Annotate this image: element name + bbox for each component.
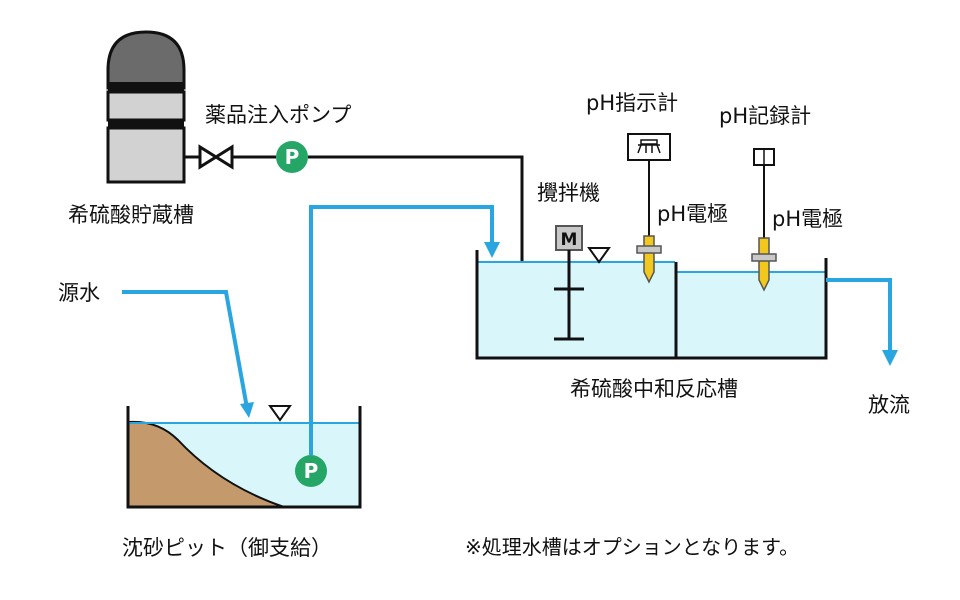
chemical-pump-letter: P: [285, 145, 300, 169]
storage-tank-label: 希硫酸貯蔵槽: [68, 203, 194, 227]
reaction-tank-label: 希硫酸中和反応槽: [570, 377, 738, 401]
reactor-water-right: [677, 272, 826, 358]
ph-indicator-gauge-icon: [627, 133, 671, 161]
tank-dome: [106, 30, 186, 90]
discharge-label: 放流: [868, 393, 910, 417]
tank-body-lower: [106, 126, 186, 184]
sulfuric-acid-storage-tank: [106, 30, 186, 184]
valve-icon: [198, 144, 234, 170]
mixer: M: [554, 225, 584, 341]
chemical-pipe-pump-to-reactor: [308, 155, 524, 262]
source-water-arrowhead-icon: [240, 402, 254, 418]
chemical-pump-icon: P: [276, 141, 308, 173]
discharge-pipe: [826, 278, 892, 352]
tank-body-upper: [106, 90, 186, 122]
ph-indicator-label: pH指示計: [586, 91, 678, 115]
reactor-water-left: [477, 262, 675, 358]
sand-pit-wall: [126, 406, 362, 509]
ph-recorder-label: pH記録計: [719, 104, 811, 128]
reactor-wall: [475, 250, 828, 360]
tank-band-top: [108, 82, 184, 92]
pit-to-reactor-pipe: [309, 205, 494, 455]
sand-pit-sediment: [127, 420, 285, 508]
reactor-level-triangle-icon: [587, 247, 611, 264]
pit-pump-letter: P: [304, 459, 319, 483]
ph-electrode-1-label: pH電極: [657, 202, 728, 226]
mixer-label: 攪拌機: [537, 181, 600, 205]
mixer-motor-letter: M: [561, 230, 578, 250]
sand-pit-level-triangle-icon: [268, 405, 292, 422]
ph-electrode-2-label: pH電極: [772, 207, 843, 231]
chemical-pump-label: 薬品注入ポンプ: [205, 103, 351, 127]
sand-pit-label: 沈砂ピット（御支給）: [122, 536, 332, 560]
ph-electrode-1-icon: [636, 235, 662, 284]
tank-band-mid: [108, 119, 184, 128]
source-water-pipe: [122, 290, 249, 409]
pit-to-reactor-arrowhead-icon: [484, 242, 500, 258]
pit-pump-icon: P: [295, 455, 327, 487]
ph-electrode-2-icon: [751, 237, 777, 292]
option-note: ※処理水槽はオプションとなります。: [465, 535, 799, 559]
discharge-arrowhead-icon: [882, 350, 898, 366]
source-water-label: 源水: [58, 281, 100, 305]
